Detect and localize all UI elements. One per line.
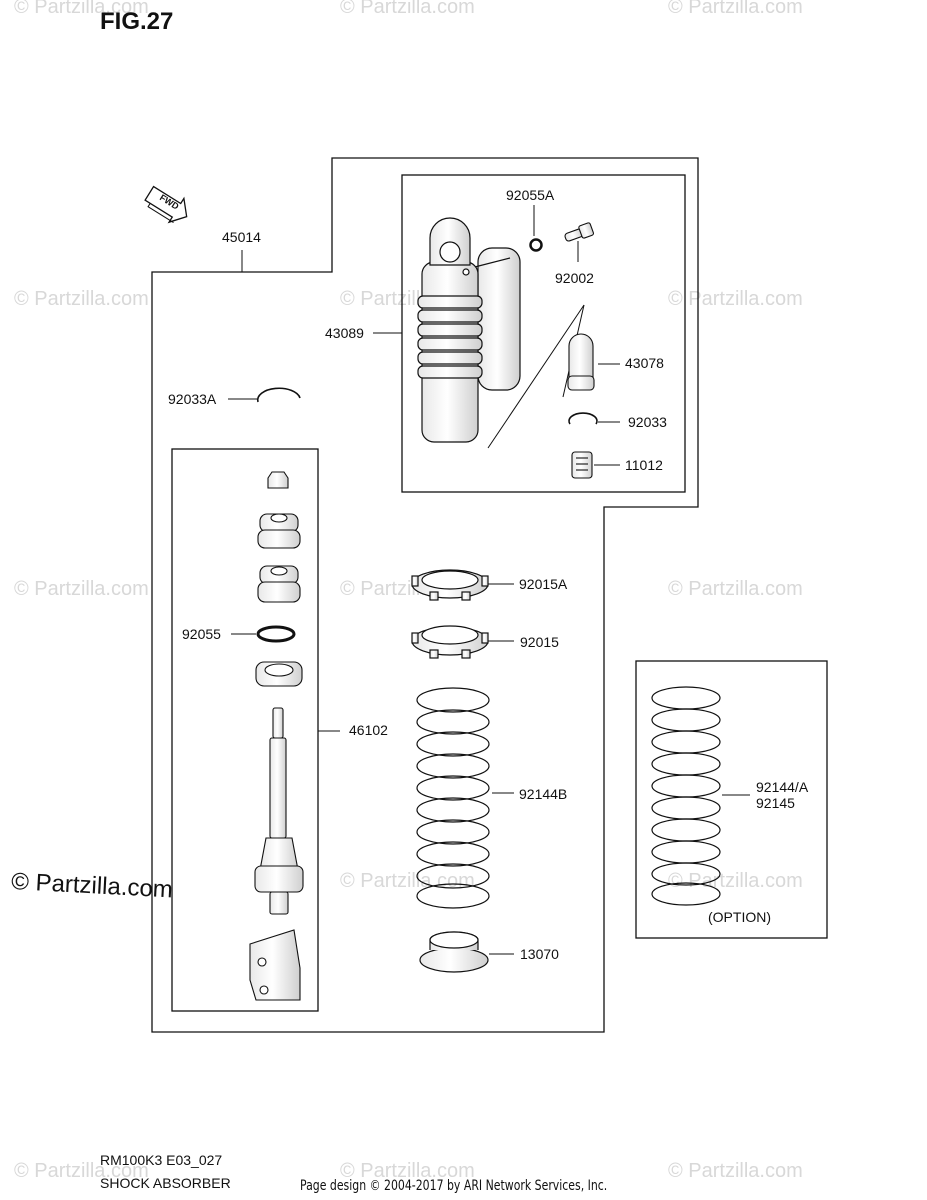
- snap-ring-92033: [568, 412, 598, 425]
- footer-name: SHOCK ABSORBER: [100, 1175, 231, 1191]
- watermark: © Partzilla.com: [668, 578, 803, 600]
- shock-absorber-body: [417, 217, 521, 443]
- lock-nut-92015A: [411, 569, 489, 601]
- part-92144-A[interactable]: 92144/A: [756, 779, 809, 795]
- spring-seat-13070: [419, 931, 489, 973]
- assembly-frame: [151, 157, 699, 1033]
- part-43078[interactable]: 43078: [625, 355, 664, 371]
- fwd-arrow-icon: [144, 185, 188, 224]
- watermark: © Partzilla.com: [14, 1160, 149, 1182]
- watermark: © Partzilla.com: [14, 0, 149, 18]
- watermark: © Partzilla.com: [668, 0, 803, 18]
- part-92055[interactable]: 92055: [182, 626, 221, 642]
- footer-credit: Page design © 2004-2017 by ARI Network S…: [300, 1178, 608, 1194]
- watermark: © Partzilla.com: [14, 288, 149, 310]
- part-13070[interactable]: 13070: [520, 946, 559, 962]
- watermark: © Partzilla.com: [340, 0, 475, 18]
- watermark: © Partzilla.com: [668, 1160, 803, 1182]
- spring-92144B: [416, 687, 490, 909]
- figure-title: FIG.27: [100, 8, 174, 35]
- o-ring-92055A: [529, 238, 543, 252]
- part-92015[interactable]: 92015: [520, 634, 559, 650]
- part-92033A[interactable]: 92033A: [168, 391, 217, 407]
- valve-11012: [571, 451, 593, 479]
- o-ring-92055: [256, 625, 296, 643]
- watermark: © Partzilla.com: [340, 1160, 475, 1182]
- part-45014[interactable]: 45014: [222, 229, 261, 245]
- part-92002[interactable]: 92002: [555, 270, 594, 286]
- part-46102[interactable]: 46102: [349, 722, 388, 738]
- leader-lines: [228, 205, 750, 955]
- spring-option: [651, 686, 721, 906]
- part-92015A[interactable]: 92015A: [519, 576, 568, 592]
- part-92145[interactable]: 92145: [756, 795, 795, 811]
- part-43089[interactable]: 43089: [325, 325, 364, 341]
- screw-92002: [564, 222, 595, 242]
- adjust-nut-92015: [411, 625, 489, 659]
- snap-ring-92033A: [256, 387, 301, 403]
- footer-code: RM100K3 E03_027: [100, 1152, 223, 1168]
- rod-assembly-46102: [249, 471, 304, 1001]
- rod-sub-frame: [171, 448, 319, 1012]
- watermark: © Partzilla.com: [668, 870, 803, 892]
- watermark: © Partzilla.com: [668, 288, 803, 310]
- option-frame: [635, 660, 828, 939]
- bladder-43078: [567, 333, 595, 391]
- option-label: (OPTION): [708, 909, 771, 925]
- part-92033[interactable]: 92033: [628, 414, 667, 430]
- part-92055A[interactable]: 92055A: [506, 187, 555, 203]
- watermark: © Partzilla.com: [340, 870, 475, 892]
- part-92144B[interactable]: 92144B: [519, 786, 568, 802]
- part-11012[interactable]: 11012: [625, 457, 663, 473]
- watermark: © Partzilla.com: [14, 578, 149, 600]
